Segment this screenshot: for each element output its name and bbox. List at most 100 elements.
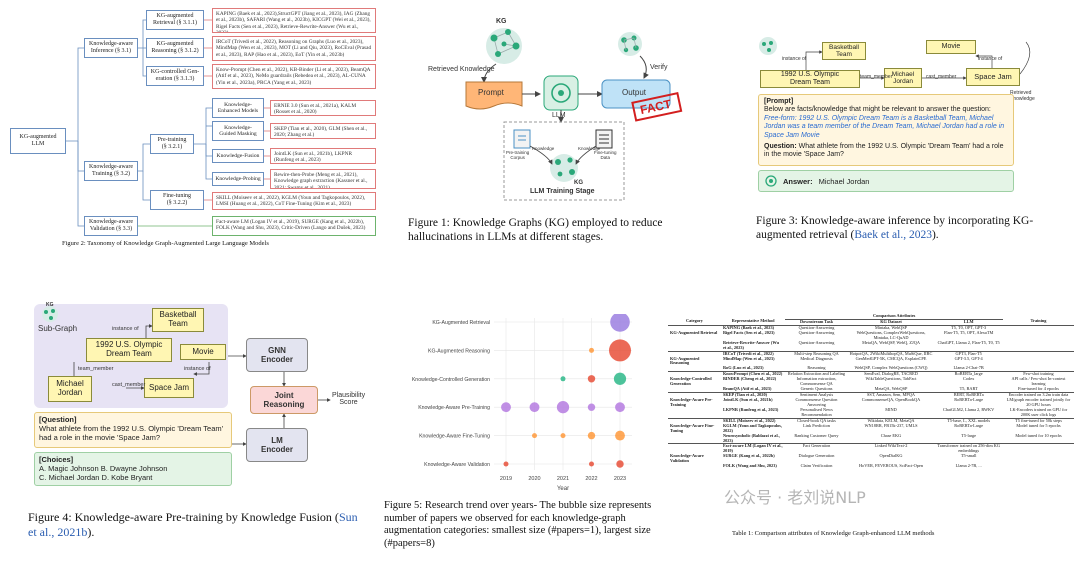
knowledge-label-right: Knowledge <box>578 146 601 151</box>
rel-cast-member: cast_member <box>112 382 146 388</box>
node-basketball-team: Basketball Team <box>822 42 866 60</box>
bubble <box>501 402 511 413</box>
table-cell <box>1003 357 1074 367</box>
table-cell <box>668 408 721 418</box>
leaf-validation: Fact-aware LM (Logan IV et al., 2019), S… <box>212 216 376 236</box>
table-super-header: Comparison Attributes <box>785 314 1003 320</box>
table-cell: Personalised News Recommendation <box>800 406 833 417</box>
bubble <box>532 433 537 439</box>
table-cell: WikiTableQuestions, TabFact <box>865 376 917 382</box>
choices-heading: [Choices] <box>39 455 74 464</box>
figure-5-caption: Figure 5: Research trend over years- The… <box>384 500 652 549</box>
leaf-retrieval: KAPING (Baek et al., 2023),StructGPT (Ji… <box>212 8 376 33</box>
finetuning-data-icon <box>595 129 613 149</box>
bubble <box>587 375 596 383</box>
table-cell: Knowledge-Aware Pre-Training <box>670 397 713 407</box>
leaf-guided-masking: SKEP (Tian et al., 2020), GLM (Shen et a… <box>270 123 376 139</box>
bubble <box>503 461 509 467</box>
llm-label: LLM <box>552 112 566 119</box>
node-movie: Movie <box>926 40 976 54</box>
leaf-enhanced-models: ERNIE 3.0 (Sun et al., 2021a), KALM (Ros… <box>270 100 376 116</box>
taxonomy-probing: Knowledge-Probing <box>212 172 264 186</box>
table-cell: Model tuned for 10 epochs <box>1015 432 1062 438</box>
table-header-cell: LLM <box>934 319 1003 326</box>
table-row: Fact-aware LM (Logan IV et al., 2019)Fac… <box>668 443 1074 455</box>
y-tick-label: Knowledge-Aware Fine-Tuning <box>419 434 490 440</box>
leaf-reasoning: IRCoT (Trivedi et al., 2022), Reasoning … <box>212 36 376 61</box>
question-panel: [Question] What athlete from the 1992 U.… <box>34 412 232 448</box>
figure-2-connectors <box>66 19 270 227</box>
table-cell <box>668 434 721 444</box>
table-cell: MetaQA, WebQSP, WebQ, ZJQA <box>862 339 920 345</box>
prompt-heading: [Prompt] <box>764 98 794 105</box>
table-cell: Wikidata, KELM, MetaQA <box>847 417 935 424</box>
table-cell: Question-Answering <box>798 329 835 335</box>
table-row: BeamQA (Atif et al., 2023)Generic Questi… <box>668 386 1074 392</box>
taxonomy-guided-masking: Knowledge- Guided Masking <box>212 121 264 141</box>
node-space-jam: Space Jam <box>966 68 1020 86</box>
rel-team-member: team_member <box>860 74 893 80</box>
table-cell <box>1002 350 1074 357</box>
table-cell: RoG (Luo et al., 2023) <box>722 365 764 371</box>
figure-4-citation[interactable]: Sun et al., 2021b <box>28 510 358 539</box>
question-heading: Question: <box>764 142 797 150</box>
taxonomy-enhanced-models: Knowledge- Enhanced Models <box>212 98 264 118</box>
y-tick-label: Knowledge-Aware Validation <box>424 462 490 468</box>
subgraph-label: Sub-Graph <box>38 324 78 333</box>
taxonomy-inference: Knowledge-aware Inference (§ 3.1) <box>84 38 138 58</box>
rel-instance-of-2: instance of <box>978 56 1003 62</box>
bubble <box>613 372 627 385</box>
figure-3-caption-end: ). <box>931 229 939 242</box>
kg-label: KG <box>46 302 54 308</box>
table-cell: Few-shot training <box>1002 371 1074 378</box>
table-cell <box>668 443 721 455</box>
bubble <box>529 402 540 413</box>
lm-encoder: LM Encoder <box>246 428 308 462</box>
table-cell: ChatGPT, Llama 2, Flan-T5, T0, T5 <box>937 339 1000 345</box>
watermark: 公众号 · 老刘说NLP <box>724 488 866 507</box>
bubble <box>560 433 566 439</box>
node-space-jam: Space Jam <box>144 378 194 398</box>
question-text: What athlete from the 1992 U.S. Olympic … <box>39 424 224 442</box>
table-cell: Multi-step Reasoning QA <box>785 350 848 357</box>
bubble <box>589 461 594 467</box>
table-cell: GPT-3.5, GPT-4 <box>954 355 983 361</box>
table-header-cell: Training <box>1002 318 1074 326</box>
kg-label: KG <box>496 18 507 25</box>
table-cell: T5, BART <box>959 386 978 392</box>
table-cell: T5, T0, OPT, GPT-3 <box>951 324 987 330</box>
figure-4: KG Sub-Graph Basketball Team 1992 U.S. O… <box>34 302 365 508</box>
training-kg-label: KG <box>574 180 583 186</box>
table-cell: API calls / Few-shot In-context learning <box>1011 376 1066 387</box>
table-cell <box>668 350 721 357</box>
table-cell: Fact Generation <box>785 443 848 455</box>
table-cell: Flan-T5, T5, OPT, AlexaTM <box>944 329 994 335</box>
taxonomy-validation: Knowledge-aware Validation (§ 3.3) <box>84 216 138 236</box>
node-michael-jordan: Michael Jordan <box>48 376 92 402</box>
leaf-fusion: JointLK (Sun et al., 2021b), LKPNR (Runf… <box>270 148 376 164</box>
figure-1: KG Retrieved Knowledge Prompt LLM Output… <box>418 8 708 208</box>
table-cell <box>668 392 721 398</box>
table-cell <box>1003 464 1074 469</box>
table-cell: Sentiment Analysis <box>785 392 848 398</box>
prompt-label: Prompt <box>478 88 504 97</box>
answer-text: Michael Jordan <box>818 176 870 186</box>
table-cell: Link Prediction <box>803 422 830 428</box>
table-row: FOLK (Wang and Shu, 2023)Claim Verificat… <box>668 463 1074 469</box>
bubble <box>587 431 596 440</box>
figure-4-caption: Figure 4: Knowledge-aware Pre-training b… <box>28 510 368 540</box>
table-cell: Commonsense Question Answering <box>795 397 838 407</box>
table-cell: Mintaka, WebQSP <box>874 324 908 330</box>
table-cell: Question-Answering <box>798 339 835 345</box>
figure-3-kg-graph <box>759 37 1031 80</box>
leaf-probing: Rewire-then-Probe (Meng et al., 2021), K… <box>270 169 376 189</box>
table-row: Retrieve-Rewrite-Answer (Wu et al., 2023… <box>668 339 1074 351</box>
table-cell: FOLK (Wang and Shu, 2023) <box>722 463 777 469</box>
x-tick-label: 2019 <box>500 476 512 482</box>
figure-3-citation[interactable]: Baek et al., 2023 <box>854 229 932 242</box>
figure-1-graphic <box>465 28 683 201</box>
table-row: Neurosymbolic (Baldazzi et al., 2023)Ran… <box>668 432 1074 444</box>
